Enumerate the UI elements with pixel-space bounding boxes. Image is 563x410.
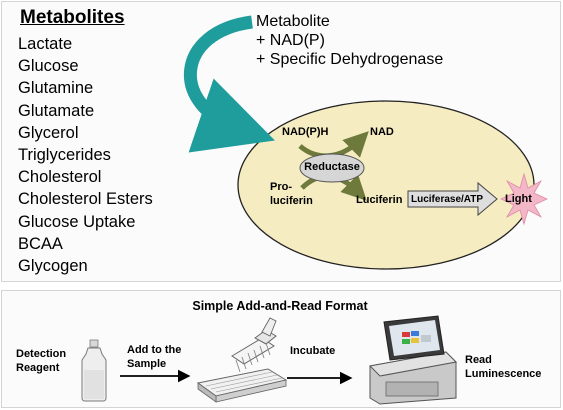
read-luminescence-label-2: Luminescence	[465, 368, 542, 380]
luciferin-label: Luciferin	[356, 194, 403, 206]
light-label: Light	[505, 193, 532, 205]
list-item: BCAA	[18, 234, 63, 253]
proluciferin-label-2: luciferin	[270, 195, 313, 207]
workflow-title: Simple Add-and-Read Format	[192, 299, 368, 313]
curved-arrow-icon	[183, 15, 275, 153]
reagent-bottle-icon	[81, 339, 107, 402]
nad-label: NAD	[370, 126, 394, 138]
detection-reagent-label-2: Reagent	[16, 362, 60, 374]
list-item: Glucose	[18, 57, 79, 76]
light-burst-icon	[500, 172, 548, 226]
pipette-plate-icon	[196, 317, 288, 403]
list-item: Glycogen	[18, 257, 88, 276]
reagent-line-metabolite: Metabolite	[256, 13, 330, 30]
nadph-label: NAD(P)H	[282, 126, 329, 138]
reagent-line-nadp: + NAD(P)	[256, 32, 325, 49]
list-item: Glutamate	[18, 101, 95, 120]
list-item: Cholesterol Esters	[18, 190, 153, 209]
luminometer-icon	[368, 315, 458, 405]
incubate-label: Incubate	[290, 345, 336, 357]
add-sample-label-2: Sample	[127, 358, 167, 370]
reductase-label: Reductase	[304, 161, 360, 173]
detection-reagent-label-1: Detection	[16, 348, 67, 360]
reductase-ellipse	[299, 153, 365, 183]
read-luminescence-label-1: Read	[465, 354, 492, 366]
proluciferin-label-1: Pro-	[270, 181, 292, 193]
luciferase-arrow	[407, 181, 498, 217]
list-item: Glucose Uptake	[18, 212, 136, 231]
metabolites-title: Metabolites	[20, 7, 125, 28]
reagent-line-dehydrogenase: + Specific Dehydrogenase	[256, 51, 444, 68]
list-item: Glutamine	[18, 79, 94, 98]
luciferase-atp-label: Luciferase/ATP	[411, 194, 484, 205]
list-item: Glycerol	[18, 123, 79, 142]
list-item: Lactate	[18, 35, 73, 53]
list-item: Cholesterol	[18, 168, 102, 187]
add-sample-label-1: Add to the	[127, 344, 182, 356]
list-item: Triglycerides	[18, 146, 111, 165]
reagent-text: Metabolite + NAD(P) + Specific Dehydroge…	[256, 12, 443, 69]
metabolite-list: Lactate Glucose Glutamine Glutamate Glyc…	[18, 33, 153, 277]
